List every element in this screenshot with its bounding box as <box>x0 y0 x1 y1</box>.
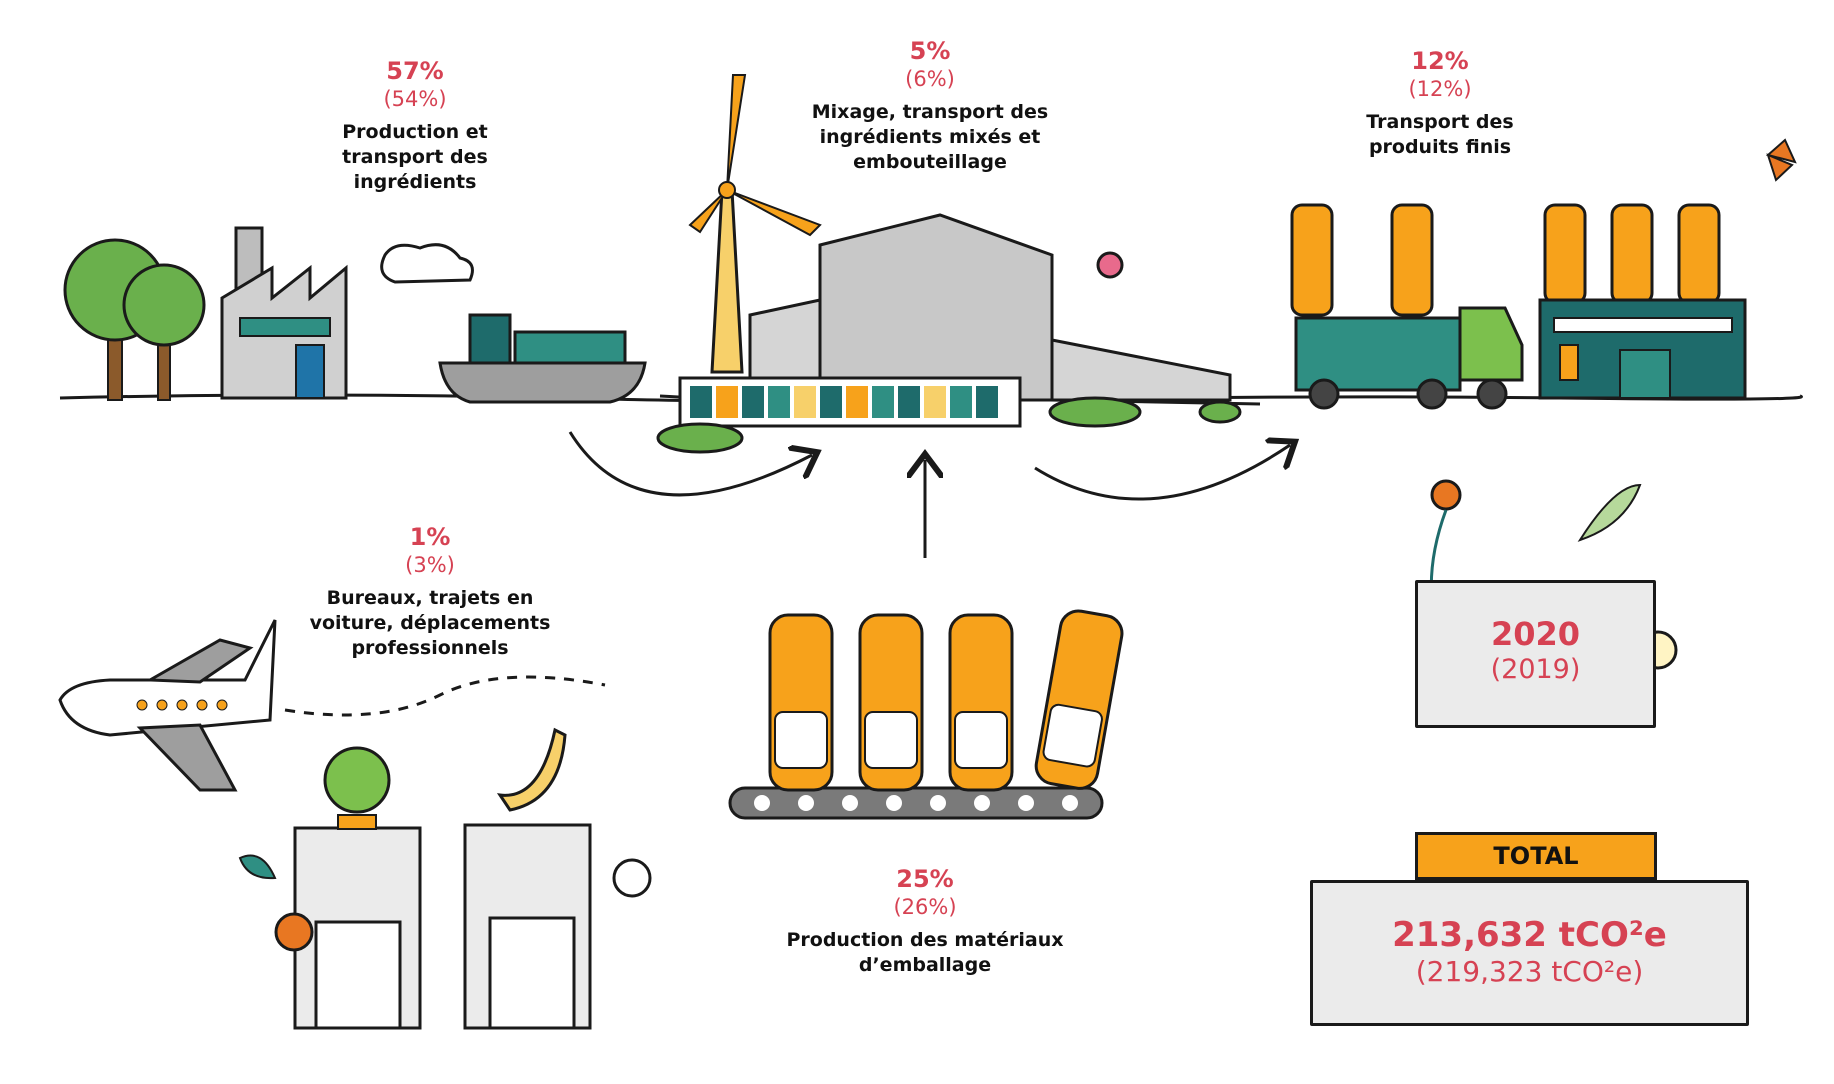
store-icon <box>1538 203 1747 400</box>
flight-path <box>284 675 606 717</box>
arrow-icon <box>1034 445 1290 501</box>
conveyor-belt-icon <box>728 786 1104 820</box>
tree-icon <box>122 263 206 401</box>
year-previous: (2019) <box>1490 654 1581 685</box>
leaf-icon <box>238 854 277 880</box>
truck-icon <box>1290 203 1524 410</box>
total-value: 213,632 tCO²e <box>1392 915 1667 955</box>
total-previous: (219,323 tCO²e) <box>1415 955 1644 988</box>
bush-icon <box>1048 396 1142 428</box>
total-box: 213,632 tCO²e (219,323 tCO²e) <box>1310 880 1749 1026</box>
arrow-icon <box>568 431 812 497</box>
office-building-icon <box>293 746 422 1030</box>
stage-description: Mixage, transport des ingrédients mixés … <box>811 101 1049 173</box>
bush-icon <box>656 422 744 454</box>
share-percent: 1% <box>409 523 451 551</box>
stage-description: Production et transport des ingrédients <box>342 121 488 193</box>
previous-share-percent: (54%) <box>383 87 447 111</box>
flower-icon <box>274 912 314 952</box>
butterfly-icon <box>1765 138 1797 182</box>
stage-label-ingredients: 57% (54%) Production et transport des in… <box>290 56 540 195</box>
bottling-plant-icon <box>678 213 1232 428</box>
leaf-icon <box>1577 483 1642 542</box>
ship-icon <box>380 243 647 404</box>
share-percent: 25% <box>896 865 954 893</box>
share-percent: 5% <box>909 37 951 65</box>
previous-share-percent: (26%) <box>893 895 957 919</box>
share-percent: 12% <box>1411 47 1469 75</box>
year-current: 2020 <box>1490 615 1581 653</box>
flower-icon <box>1430 479 1462 511</box>
previous-share-percent: (12%) <box>1408 77 1472 101</box>
stage-description: Transport des produits finis <box>1366 111 1514 158</box>
office-building-icon <box>463 727 592 1030</box>
total-tag: TOTAL <box>1415 832 1657 880</box>
share-percent: 57% <box>386 57 444 85</box>
stage-label-transport: 12% (12%) Transport des produits finis <box>1330 46 1550 160</box>
total-label: TOTAL <box>1493 842 1579 870</box>
previous-share-percent: (3%) <box>405 553 455 577</box>
previous-share-percent: (6%) <box>905 67 955 91</box>
wind-turbine-icon <box>688 74 822 374</box>
factory-icon <box>220 226 348 400</box>
year-box: 2020 (2019) <box>1415 580 1656 728</box>
bottle-icon <box>1034 609 1124 790</box>
flower-icon <box>1096 251 1124 279</box>
stage-label-packaging: 25% (26%) Production des matériaux d’emb… <box>770 864 1080 978</box>
stage-description: Bureaux, trajets en voiture, déplacement… <box>309 587 551 659</box>
stage-label-mixing: 5% (6%) Mixage, transport des ingrédient… <box>780 36 1080 175</box>
bottle-icon <box>858 613 924 792</box>
plane-icon <box>58 619 277 792</box>
bottle-icon <box>948 613 1014 792</box>
flower-icon <box>612 858 652 898</box>
bush-icon <box>1198 400 1242 424</box>
stage-description: Production des matériaux d’emballage <box>786 929 1064 976</box>
bottle-icon <box>768 613 834 792</box>
stage-label-offices: 1% (3%) Bureaux, trajets en voiture, dép… <box>285 522 575 661</box>
